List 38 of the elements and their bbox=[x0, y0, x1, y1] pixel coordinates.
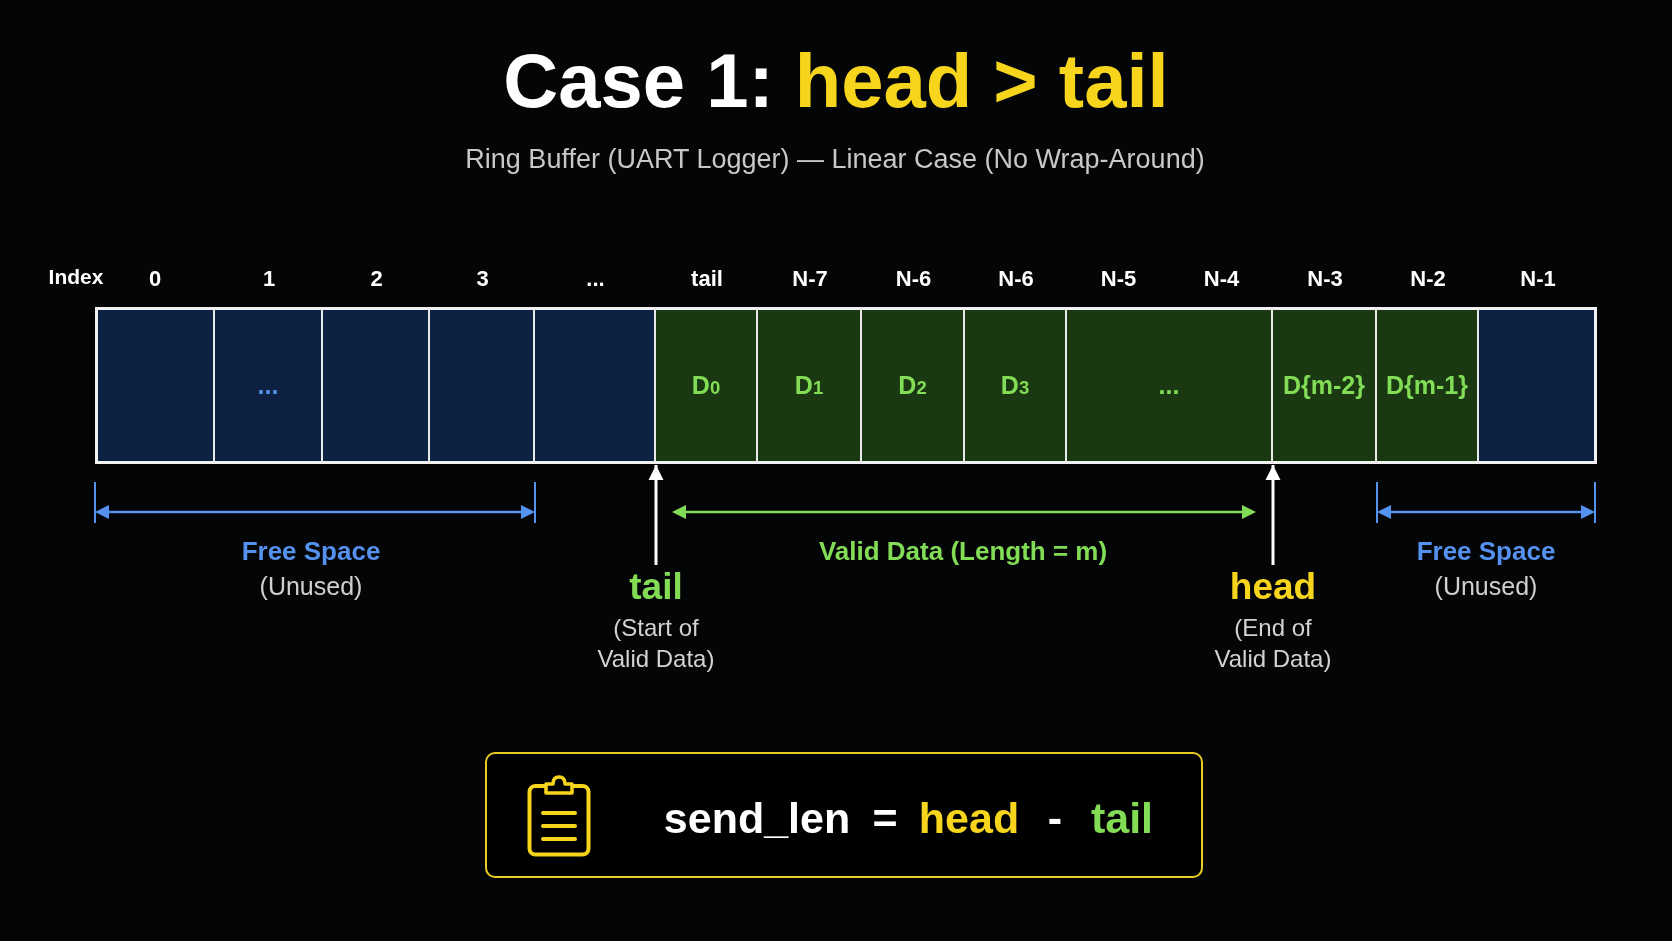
range-note: (Unused) bbox=[259, 571, 363, 601]
formula-term: - bbox=[1047, 793, 1063, 843]
pointer-arrow bbox=[648, 465, 664, 565]
index-label: N-4 bbox=[1203, 266, 1240, 292]
range-label: Free Space bbox=[241, 535, 381, 567]
cell-label: D{m-1} bbox=[1386, 371, 1468, 400]
pointer-arrow bbox=[1265, 465, 1281, 565]
range-note: (Unused) bbox=[1434, 571, 1538, 601]
cell-label: ... bbox=[1158, 371, 1180, 400]
range-label: Valid Data (Length = m) bbox=[818, 535, 1108, 567]
subtitle: Ring Buffer (UART Logger) — Linear Case (No Wrap-Around) bbox=[465, 143, 1205, 175]
cell-label: ... bbox=[257, 371, 279, 400]
row-header: Index bbox=[48, 265, 104, 289]
index-label: tail bbox=[691, 266, 723, 292]
index-label: ... bbox=[586, 266, 605, 292]
pointer-note: (Start of Valid Data) bbox=[596, 613, 716, 674]
formula-term: head bbox=[918, 793, 1020, 843]
index-label: N-3 bbox=[1307, 266, 1343, 292]
pointer-name: head bbox=[1229, 566, 1317, 608]
index-label: N-6 bbox=[998, 266, 1034, 292]
index-label: N-2 bbox=[1410, 266, 1446, 292]
index-label: 1 bbox=[262, 266, 276, 292]
index-label: N-1 bbox=[1520, 266, 1556, 292]
index-label: N-5 bbox=[1100, 266, 1137, 292]
formula-term: tail bbox=[1090, 793, 1154, 843]
range-label: Free Space bbox=[1416, 535, 1556, 567]
index-label: N-7 bbox=[792, 266, 828, 292]
cell-label: D{m-2} bbox=[1283, 371, 1365, 400]
index-label: N-6 bbox=[895, 266, 932, 292]
index-label: 0 bbox=[148, 266, 162, 292]
title: Case 1: head > tail bbox=[503, 36, 1169, 124]
index-label: 3 bbox=[476, 266, 489, 292]
formula-box bbox=[485, 752, 1203, 878]
index-label: 2 bbox=[370, 266, 383, 292]
formula-term: = bbox=[872, 793, 898, 843]
formula-term: send_len bbox=[663, 793, 851, 843]
pointer-note: (End of Valid Data) bbox=[1213, 613, 1333, 674]
pointer-name: tail bbox=[629, 566, 683, 608]
